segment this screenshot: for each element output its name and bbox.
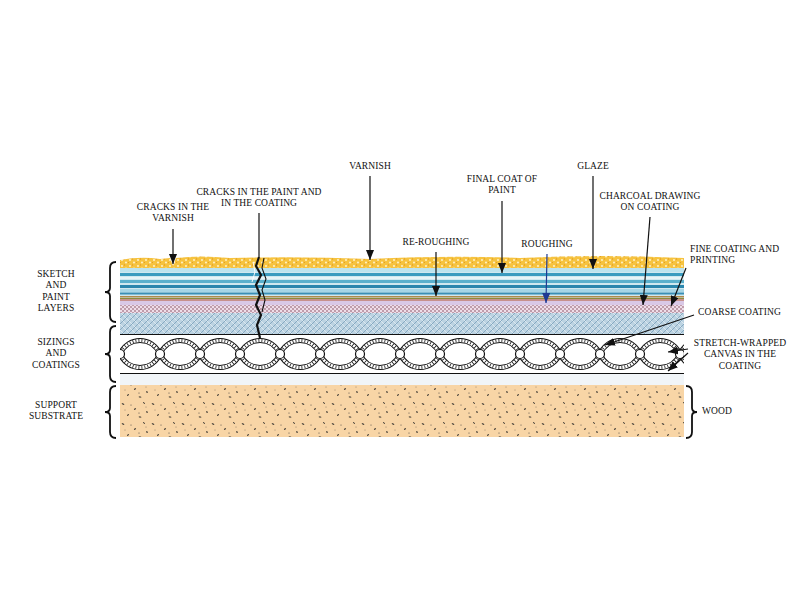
- leader-arrow: [592, 176, 593, 269]
- curly-brace: [105, 386, 116, 438]
- callout-label: STRETCH-WRAPPED CANVAS IN THE COATING: [690, 338, 790, 372]
- callout-label: FINE COATING AND PRINTING: [690, 244, 780, 267]
- crack-line: [262, 258, 266, 312]
- callout-label: CHARCOAL DRAWING ON COATING: [592, 191, 708, 214]
- group-label: SKETCH AND PAINT LAYERS: [31, 269, 81, 315]
- callout-label: ROUGHING: [512, 239, 582, 250]
- leader-arrow: [546, 254, 547, 303]
- paint-stripe: [120, 278, 684, 279]
- callout-label: CRACKS IN THE VARNISH: [128, 202, 218, 225]
- sizing-layer: [120, 374, 684, 385]
- callout-label: GLAZE: [563, 161, 623, 172]
- leader-arrow: [643, 217, 650, 305]
- sketch-layer: [120, 301, 684, 305]
- varnish-layer: [120, 256, 684, 268]
- crack-line: [252, 262, 255, 282]
- curly-brace: [105, 262, 116, 322]
- coarse-coating-layer: [120, 313, 684, 334]
- leader-arrow: [501, 201, 502, 273]
- group-label: SIZINGS AND COATINGS: [27, 337, 85, 371]
- roughing-line: [120, 296, 684, 298]
- callout-label: VARNISH: [335, 161, 405, 172]
- curly-brace: [105, 326, 116, 382]
- leader-arrow: [435, 252, 436, 296]
- wood-layer: [120, 385, 684, 437]
- roughing-line: [120, 298, 684, 299]
- charcoal-line: [120, 300, 684, 301]
- curly-brace: [686, 386, 697, 438]
- glaze-layer: [120, 268, 684, 272]
- paint-stripe: [120, 293, 684, 295]
- leader-arrow: [172, 229, 173, 264]
- callout-label: RE-ROUGHING: [391, 237, 481, 248]
- paint-layer: [120, 266, 684, 305]
- callout-label: COARSE COATING: [698, 307, 794, 318]
- canvas-edge: [120, 334, 684, 335]
- leader-arrow: [668, 353, 688, 371]
- leader-arrow: [369, 176, 370, 260]
- group-label: SUPPORT SUBSTRATE: [23, 400, 89, 423]
- leader-line: [258, 213, 259, 257]
- canvas-edge: [120, 373, 684, 374]
- paint-stripe: [120, 285, 684, 288]
- paint-stripe: [120, 289, 684, 292]
- canvas-layer: [120, 334, 684, 374]
- fine-coating-layer: [120, 305, 684, 313]
- callout-label: CRACKS IN THE PAINT AND IN THE COATING: [196, 187, 322, 210]
- leader-arrow: [671, 268, 686, 306]
- crack-line: [256, 257, 261, 338]
- paint-stripe: [120, 273, 684, 276]
- leader-arrow: [605, 315, 694, 345]
- leader-arrow: [668, 349, 688, 352]
- callout-label: WOOD: [702, 406, 762, 417]
- paint-stripe: [120, 280, 684, 283]
- callout-label: FINAL COAT OF PAINT: [458, 174, 546, 197]
